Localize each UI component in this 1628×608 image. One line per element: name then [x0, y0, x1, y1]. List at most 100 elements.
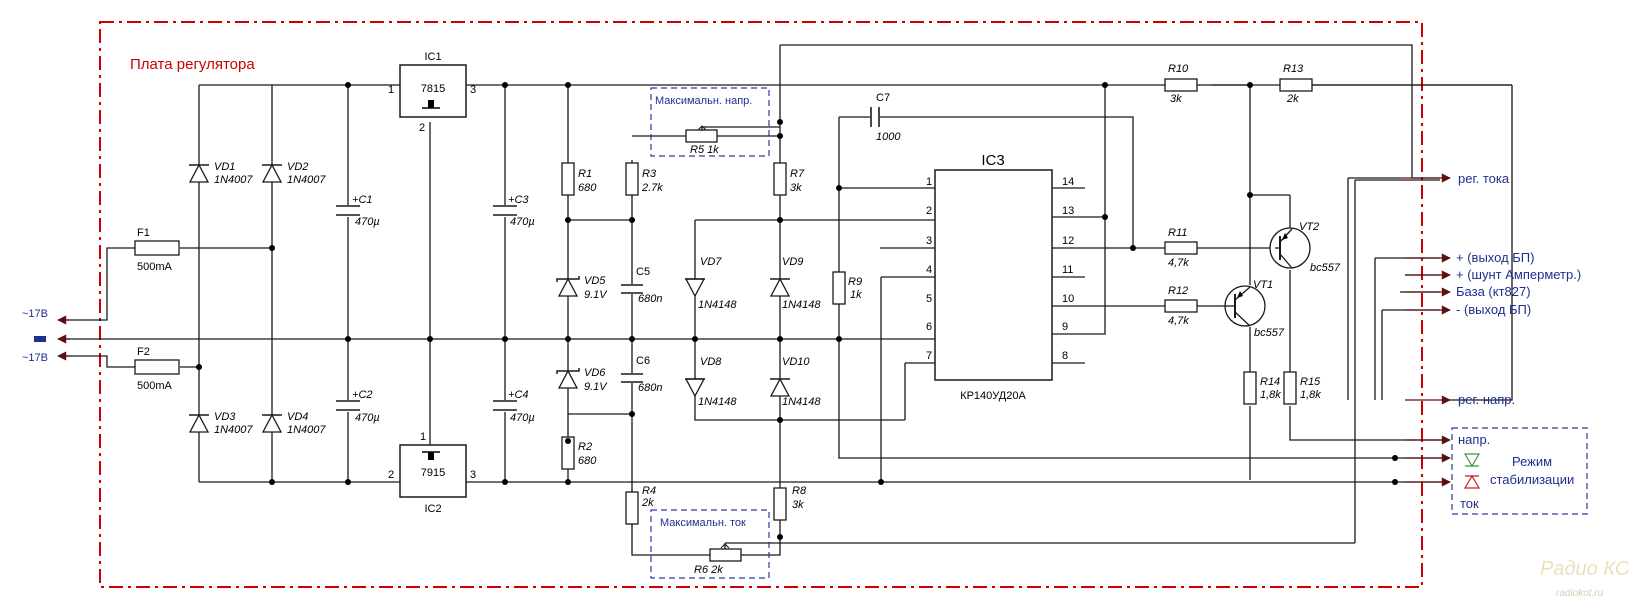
diode-vd9-value: 1N4148 — [782, 299, 821, 311]
transistor-vt1-ref: VT1 — [1253, 279, 1273, 291]
opamp-pin-9: 9 — [1062, 321, 1068, 333]
capacitor-c7-value: 1000 — [876, 131, 901, 143]
resistor-r4: R4 2k — [625, 485, 656, 525]
resistor-r11-ref: R11 — [1168, 227, 1187, 239]
resistor-r12-ref: R12 — [1168, 285, 1188, 297]
capacitor-c3-value: 470µ — [510, 216, 535, 228]
diode-vd6-value: 9.1V — [584, 381, 608, 393]
resistor-r7: R7 3k — [773, 162, 805, 196]
opamp-pin-7: 7 — [926, 350, 932, 362]
resistor-r7-value: 3k — [790, 182, 802, 194]
capacitor-c4-ref: +C4 — [508, 389, 529, 401]
resistor-r11: R11 4,7k — [1164, 227, 1198, 269]
resistor-r1-ref: R1 — [578, 168, 592, 180]
transistor-vt1: VT1 bc557 — [1222, 279, 1285, 339]
capacitor-c2-ref: +C2 — [352, 389, 373, 401]
fuse-f2-value: 500mA — [137, 380, 173, 392]
wires — [60, 44, 1513, 556]
capacitor-c5-value: 680n — [638, 293, 662, 305]
capacitor-c7-ref: C7 — [876, 92, 890, 104]
capacitor-c2: +C2 470µ — [336, 389, 380, 424]
input-label-top: ~17В — [22, 308, 48, 320]
capacitor-c7: C7 1000 — [870, 92, 901, 143]
capacitor-c4: +C4 470µ — [493, 389, 535, 424]
opamp-ic3-part: КР140УД20А — [960, 390, 1026, 402]
resistor-r1: R1 680 — [561, 162, 597, 196]
output-psu-plus: + (выход БП) — [1456, 250, 1534, 265]
output-labels: рег. тока + (выход БП) + (шунт Амперметр… — [1456, 171, 1581, 407]
mode-voltage-label: напр. — [1458, 432, 1490, 447]
watermark-brand: Радио КОТ — [1540, 558, 1628, 580]
diode-vd1-value: 1N4007 — [214, 174, 253, 186]
diode-vd1-ref: VD1 — [214, 161, 235, 173]
resistor-r15: R15 1,8k — [1283, 371, 1321, 405]
resistor-r3-ref: R3 — [642, 168, 657, 180]
output-current-reg: рег. тока — [1458, 171, 1510, 186]
opamp-pin-4: 4 — [926, 264, 932, 276]
output-base: База (кт827) — [1456, 284, 1531, 299]
junction-dots — [196, 82, 1398, 540]
diode-vd10: VD10 1N4148 — [769, 356, 821, 408]
diode-vd7-ref: VD7 — [700, 256, 722, 268]
transistor-vt2: VT2 bc557 — [1269, 221, 1341, 274]
diode-vd2: VD2 1N4007 — [261, 161, 326, 186]
output-psu-minus: - (выход БП) — [1456, 302, 1531, 317]
output-arrows — [1400, 173, 1451, 487]
resistor-r10: R10 3k — [1164, 63, 1198, 105]
capacitor-c5: C5 680n — [621, 266, 662, 305]
capacitor-c2-value: 470µ — [355, 412, 380, 424]
regulator-ic2-pin-gnd: 1 — [420, 431, 426, 443]
fuse-f2: F2 500mA — [134, 346, 180, 392]
diode-vd7: VD7 1N4148 — [684, 256, 737, 311]
opamp-ic3: IC3 КР140УД20А 1 2 3 4 5 6 7 14 13 12 11… — [926, 152, 1074, 402]
fuse-f1-value: 500mA — [137, 261, 173, 273]
diode-vd2-value: 1N4007 — [287, 174, 326, 186]
diode-vd5-ref: VD5 — [584, 275, 606, 287]
mode-current-label: ток — [1460, 496, 1479, 511]
potentiometer-r6: Максимальн. ток R6 2k — [650, 509, 770, 579]
diode-vd9: VD9 1N4148 — [769, 256, 821, 311]
diode-vd4-value: 1N4007 — [287, 424, 326, 436]
diode-vd4-ref: VD4 — [287, 411, 308, 423]
mode-title-1: Режим — [1512, 454, 1552, 469]
opamp-pin-10: 10 — [1062, 293, 1074, 305]
diode-vd1: VD1 1N4007 — [188, 161, 253, 186]
resistor-r14-value: 1,8k — [1260, 389, 1281, 401]
resistor-r12-value: 4,7k — [1168, 315, 1189, 327]
diode-vd8: VD8 1N4148 — [684, 356, 737, 408]
transistor-vt2-part: bc557 — [1310, 262, 1341, 274]
diode-vd10-ref: VD10 — [782, 356, 810, 368]
resistor-r14: R14 1,8k — [1243, 371, 1281, 405]
resistor-r1-value: 680 — [578, 182, 597, 194]
regulator-ic2-part: 7915 — [421, 467, 445, 479]
diode-vd6-ref: VD6 — [584, 367, 606, 379]
opamp-pin-2: 2 — [926, 205, 932, 217]
resistor-r3: R3 2.7k — [625, 162, 663, 196]
diode-vd7-value: 1N4148 — [698, 299, 737, 311]
diode-vd8-value: 1N4148 — [698, 396, 737, 408]
fuse-f2-ref: F2 — [137, 346, 150, 358]
stabilization-mode-box: напр. Режим стабилизации ток — [1451, 427, 1588, 515]
diode-vd3-ref: VD3 — [214, 411, 236, 423]
opamp-pin-14: 14 — [1062, 176, 1074, 188]
capacitor-c6: C6 680n — [621, 355, 662, 394]
capacitor-c1: +C1 470µ — [336, 194, 380, 228]
resistor-r3-value: 2.7k — [641, 182, 663, 194]
transistor-vt1-part: bc557 — [1254, 327, 1285, 339]
fuse-f1: F1 500mA — [134, 227, 180, 273]
capacitor-c6-value: 680n — [638, 382, 662, 394]
opamp-pin-11: 11 — [1062, 264, 1073, 276]
resistor-r13-value: 2k — [1286, 93, 1299, 105]
resistor-r7-ref: R7 — [790, 168, 805, 180]
capacitor-c3-ref: +C3 — [508, 194, 529, 206]
resistor-r13-ref: R13 — [1283, 63, 1304, 75]
ground-terminal — [34, 336, 46, 342]
fuse-f1-ref: F1 — [137, 227, 150, 239]
resistor-r8-value: 3k — [792, 499, 804, 511]
led-red-icon — [1463, 474, 1481, 489]
resistor-r2-value: 680 — [578, 455, 597, 467]
regulator-ic1: 7815 IC1 1 3 2 — [388, 51, 476, 134]
transistor-vt2-ref: VT2 — [1299, 221, 1319, 233]
regulator-ic1-part: 7815 — [421, 83, 445, 95]
resistor-r15-value: 1,8k — [1300, 389, 1321, 401]
